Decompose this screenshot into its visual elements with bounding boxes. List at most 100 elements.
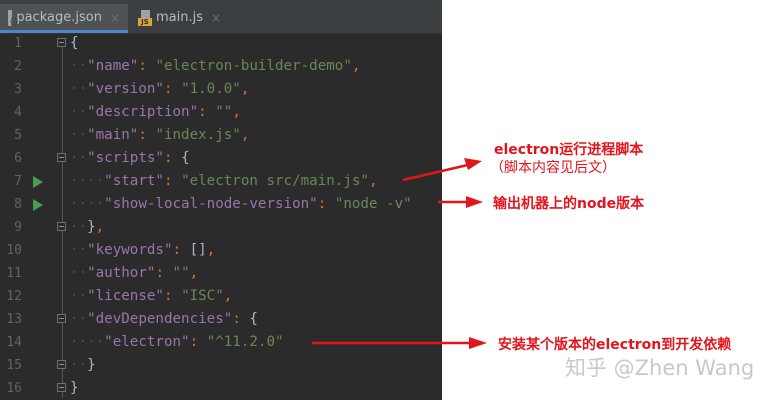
colon: :	[189, 334, 207, 350]
code-line[interactable]: 3 ··"version": "1.0.0",	[0, 78, 442, 101]
code-line[interactable]: 15 ··}	[0, 354, 442, 377]
colon: :	[155, 265, 173, 281]
json-key: "electron"	[104, 334, 190, 350]
code-line[interactable]: 14 ····"electron": "^11.2.0"	[0, 331, 442, 354]
json-value: "ISC"	[181, 288, 224, 304]
fold-icon[interactable]	[57, 38, 66, 47]
json-key: "show-local-node-version"	[104, 196, 318, 212]
line-number: 15	[6, 358, 22, 373]
code-line[interactable]: 2 ··"name": "electron-builder-demo",	[0, 55, 442, 78]
comma: ,	[95, 219, 105, 235]
close-icon[interactable]: ×	[211, 10, 222, 25]
colon: :	[163, 150, 182, 166]
colon: :	[138, 58, 156, 74]
tab-package-json[interactable]: package.json ×	[0, 4, 128, 33]
line-number: 16	[6, 381, 22, 396]
line-number: 7	[14, 174, 22, 189]
line-number: 11	[6, 266, 22, 281]
json-file-icon	[8, 9, 20, 26]
comma: ,	[232, 104, 241, 120]
json-key: "start"	[104, 173, 164, 189]
code-line[interactable]: 8 ····"show-local-node-version": "node -…	[0, 193, 442, 216]
line-number: 6	[14, 151, 22, 166]
run-script-icon[interactable]	[33, 199, 43, 211]
colon: :	[198, 104, 216, 120]
tab-label: package.json	[16, 10, 102, 25]
line-number: 1	[14, 36, 22, 51]
json-value: "index.js"	[155, 127, 241, 143]
comma: ,	[189, 265, 199, 281]
tab-label: main.js	[156, 10, 203, 25]
json-key: "scripts"	[87, 150, 164, 166]
colon: :	[317, 196, 335, 212]
code-line[interactable]: 7 ····"start": "electron src/main.js",	[0, 170, 442, 193]
json-key: "version"	[87, 81, 164, 97]
annotation-electron-dep: 安装某个版本的electron到开发依赖	[498, 337, 732, 353]
fold-icon[interactable]	[57, 314, 66, 323]
code-line[interactable]: 16 }	[0, 377, 442, 400]
colon: :	[172, 242, 190, 258]
line-number: 9	[14, 220, 22, 235]
tab-main-js[interactable]: main.js ×	[130, 4, 229, 31]
json-key: "devDependencies"	[87, 311, 233, 327]
comma: ,	[206, 242, 216, 258]
brace: {	[70, 35, 79, 51]
fold-icon[interactable]	[57, 222, 66, 231]
code-line[interactable]: 9 ··},	[0, 216, 442, 239]
json-key: "keywords"	[87, 242, 173, 258]
colon: :	[163, 288, 182, 304]
code-line[interactable]: 13 ··"devDependencies": {	[0, 308, 442, 331]
code-line[interactable]: 5 ··"main": "index.js",	[0, 124, 442, 147]
fold-icon[interactable]	[57, 383, 66, 392]
comma: ,	[240, 127, 250, 143]
line-number: 10	[6, 243, 22, 258]
json-key: "author"	[87, 265, 156, 281]
colon: :	[232, 311, 250, 327]
arrowhead	[469, 337, 487, 349]
code-line[interactable]: 12 ··"license": "ISC",	[0, 285, 442, 308]
code-line[interactable]: 1 {	[0, 32, 442, 55]
json-value: ""	[172, 265, 190, 281]
json-value: "node -v"	[334, 196, 412, 212]
json-value: "electron-builder-demo"	[155, 58, 352, 74]
fold-icon[interactable]	[57, 360, 66, 369]
json-value: []	[189, 242, 207, 258]
comma: ,	[240, 81, 250, 97]
json-value: ""	[215, 104, 233, 120]
code-line[interactable]: 6 ··"scripts": {	[0, 147, 442, 170]
line-number: 14	[6, 335, 22, 350]
code-line[interactable]: 10 ··"keywords": [],	[0, 239, 442, 262]
close-icon[interactable]: ×	[109, 10, 120, 25]
code-line[interactable]: 11 ··"author": "",	[0, 262, 442, 285]
code-editor: package.json × main.js × 1 { 2 ··"name":…	[0, 0, 442, 400]
comma: ,	[351, 58, 361, 74]
line-number: 4	[14, 105, 22, 120]
editor-tab-bar: package.json × main.js ×	[0, 0, 442, 34]
line-number: 13	[6, 312, 22, 327]
line-number: 8	[14, 197, 22, 212]
arrowhead	[466, 196, 483, 208]
run-script-icon[interactable]	[33, 176, 43, 188]
annotation-node-version: 输出机器上的node版本	[493, 196, 645, 212]
json-value: "1.0.0"	[181, 81, 241, 97]
json-key: "name"	[87, 58, 139, 74]
line-number: 12	[6, 289, 22, 304]
json-key: "main"	[87, 127, 139, 143]
colon: :	[163, 173, 182, 189]
brace: }	[87, 219, 96, 235]
annotation-start-script-note: （脚本内容见后文）	[490, 160, 616, 176]
arrow-start-script	[402, 162, 473, 182]
line-number: 3	[14, 82, 22, 97]
json-key: "description"	[87, 104, 199, 120]
brace: }	[70, 380, 79, 396]
colon: :	[163, 81, 182, 97]
fold-icon[interactable]	[57, 153, 66, 162]
line-number: 5	[14, 128, 22, 143]
comma: ,	[368, 173, 378, 189]
brace: {	[249, 311, 258, 327]
brace: }	[87, 357, 96, 373]
code-line[interactable]: 4 ··"description": "",	[0, 101, 442, 124]
fold-guide	[62, 38, 63, 398]
annotation-start-script: electron运行进程脚本	[494, 142, 644, 158]
